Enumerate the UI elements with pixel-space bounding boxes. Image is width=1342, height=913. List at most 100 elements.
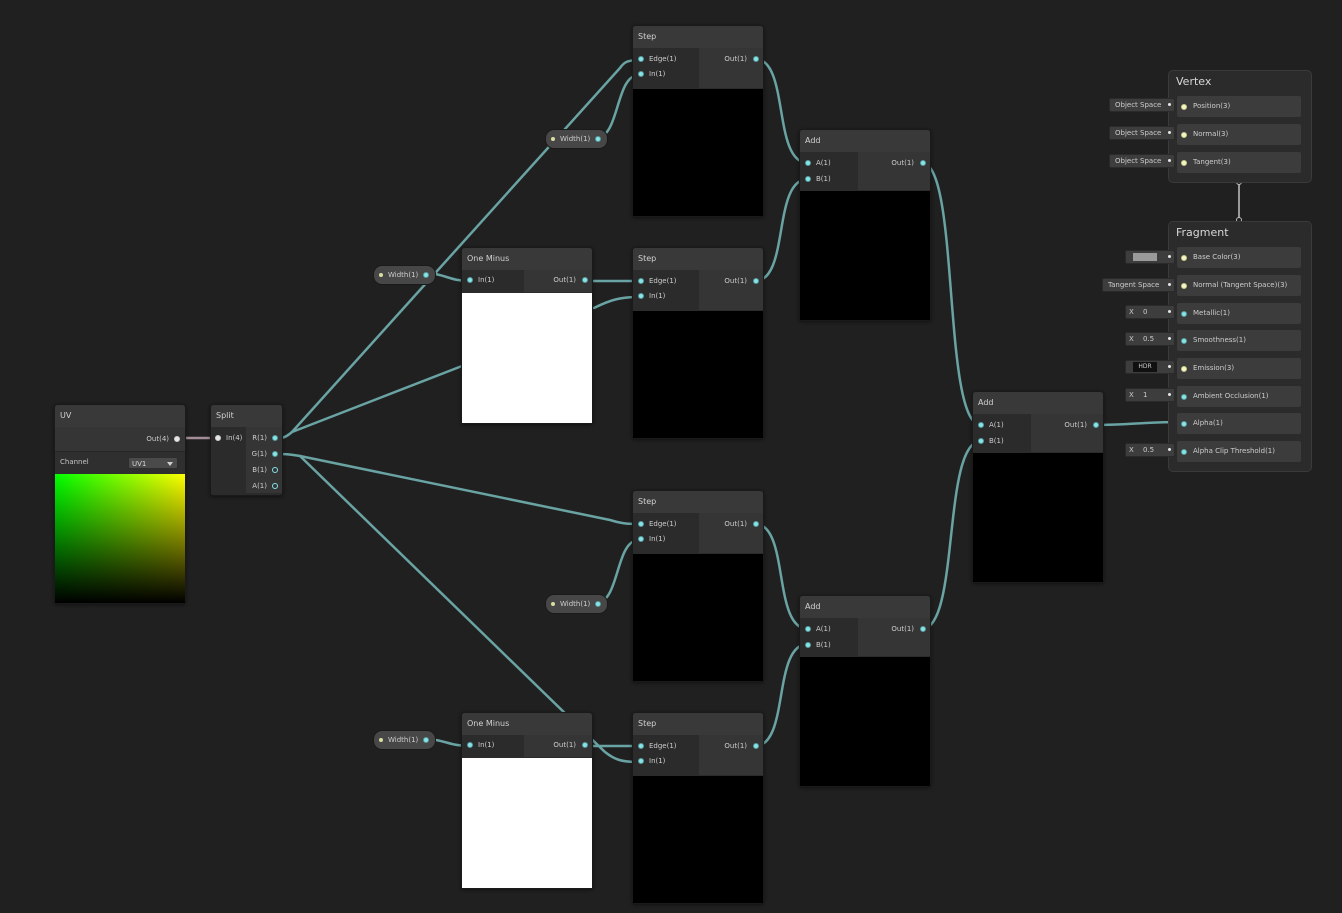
split-b-port[interactable]	[272, 467, 278, 473]
step-in-port[interactable]	[638, 758, 644, 764]
width-out-port[interactable]	[423, 737, 429, 743]
split-r-port[interactable]	[272, 435, 278, 441]
step-node[interactable]: Step Edge(1) In(1) Out(1)	[632, 712, 764, 904]
one-minus-in-label: In(1)	[478, 276, 495, 284]
one-minus-in-port[interactable]	[467, 742, 473, 748]
tangent-port[interactable]	[1181, 160, 1187, 166]
block-normal-tangent[interactable]: Normal (Tangent Space)(3)	[1177, 275, 1301, 296]
alpha-clip-value[interactable]: 0.5	[1143, 446, 1155, 454]
base-color-label: Base Color(3)	[1193, 253, 1241, 261]
block-tangent[interactable]: Tangent(3)	[1177, 152, 1301, 173]
width-property-node[interactable]: Width(1)	[373, 730, 436, 750]
add-node[interactable]: Add A(1) B(1) Out(1)	[799, 129, 931, 321]
ambient-occlusion-field[interactable]: X 1	[1125, 388, 1175, 402]
block-smoothness[interactable]: Smoothness(1)	[1177, 330, 1301, 351]
add-out-port[interactable]	[920, 160, 926, 166]
step-out-label: Out(1)	[724, 55, 747, 63]
one-minus-node[interactable]: One Minus In(1) Out(1)	[461, 247, 593, 424]
block-normal[interactable]: Normal(3)	[1177, 124, 1301, 145]
split-g-port[interactable]	[272, 451, 278, 457]
add-node[interactable]: Add A(1) B(1) Out(1)	[799, 595, 931, 787]
fragment-context[interactable]: Fragment Base Color(3) Normal (Tangent S…	[1168, 221, 1312, 472]
step-in-port[interactable]	[638, 536, 644, 542]
position-space-field[interactable]: Object Space	[1109, 98, 1175, 112]
normal-port[interactable]	[1181, 132, 1187, 138]
width-out-port[interactable]	[423, 272, 429, 278]
vertex-context[interactable]: Vertex Position(3) Normal(3) Tangent(3)	[1168, 70, 1312, 183]
block-base-color[interactable]: Base Color(3)	[1177, 247, 1301, 268]
ambient-occlusion-port[interactable]	[1181, 394, 1187, 400]
add-b-port[interactable]	[805, 642, 811, 648]
step-edge-port[interactable]	[638, 56, 644, 62]
uv-out-port[interactable]	[174, 436, 180, 442]
step-in-port[interactable]	[638, 71, 644, 77]
base-color-swatch[interactable]	[1133, 253, 1157, 261]
normal-space-field[interactable]: Tangent Space	[1102, 278, 1175, 292]
block-position[interactable]: Position(3)	[1177, 96, 1301, 117]
one-minus-out-port[interactable]	[582, 277, 588, 283]
step-out-port[interactable]	[753, 743, 759, 749]
one-minus-in-port[interactable]	[467, 277, 473, 283]
step-edge-port[interactable]	[638, 278, 644, 284]
width-property-node[interactable]: Width(1)	[545, 594, 608, 614]
step-node[interactable]: Step Edge(1) In(1) Out(1)	[632, 25, 764, 217]
normal-space-value: Object Space	[1115, 129, 1162, 137]
add-out-port[interactable]	[1093, 422, 1099, 428]
emission-port[interactable]	[1181, 366, 1187, 372]
block-alpha-clip[interactable]: Alpha Clip Threshold(1)	[1177, 441, 1301, 462]
add-b-port[interactable]	[805, 176, 811, 182]
uv-node[interactable]: UV Out(4) Channel UV1	[54, 404, 186, 604]
add-out-port[interactable]	[920, 626, 926, 632]
step-out-port[interactable]	[753, 521, 759, 527]
one-minus-out-port[interactable]	[582, 742, 588, 748]
add-a-port[interactable]	[805, 160, 811, 166]
metallic-field[interactable]: X 0	[1125, 305, 1175, 319]
alpha-clip-field[interactable]: X 0.5	[1125, 443, 1175, 457]
emission-hdr-swatch[interactable]: HDR	[1133, 362, 1157, 372]
width-property-label: Width(1)	[560, 600, 591, 608]
split-node[interactable]: Split In(4) R(1) G(1) B(1) A(1)	[210, 404, 283, 496]
smoothness-port[interactable]	[1181, 338, 1187, 344]
normal-space-field[interactable]: Object Space	[1109, 126, 1175, 140]
width-property-node[interactable]: Width(1)	[545, 129, 608, 149]
connector-dot-icon	[1168, 103, 1171, 106]
normal-tangent-port[interactable]	[1181, 283, 1187, 289]
tangent-space-field[interactable]: Object Space	[1109, 154, 1175, 168]
width-out-port[interactable]	[595, 601, 601, 607]
step-node[interactable]: Step Edge(1) In(1) Out(1)	[632, 490, 764, 682]
step-edge-port[interactable]	[638, 743, 644, 749]
step-node[interactable]: Step Edge(1) In(1) Out(1)	[632, 247, 764, 439]
split-in-port[interactable]	[215, 435, 221, 441]
add-node[interactable]: Add A(1) B(1) Out(1)	[972, 391, 1104, 583]
block-metallic[interactable]: Metallic(1)	[1177, 303, 1301, 324]
one-minus-out-label: Out(1)	[553, 741, 576, 749]
one-minus-node[interactable]: One Minus In(1) Out(1)	[461, 712, 593, 889]
alpha-port[interactable]	[1181, 421, 1187, 427]
one-minus-preview	[462, 758, 592, 888]
step-edge-port[interactable]	[638, 521, 644, 527]
metallic-port[interactable]	[1181, 311, 1187, 317]
add-a-port[interactable]	[978, 422, 984, 428]
add-b-port[interactable]	[978, 438, 984, 444]
emission-field[interactable]: HDR	[1125, 360, 1175, 374]
add-a-port[interactable]	[805, 626, 811, 632]
step-out-port[interactable]	[753, 278, 759, 284]
step-in-port[interactable]	[638, 293, 644, 299]
base-color-port[interactable]	[1181, 255, 1187, 261]
uv-channel-dropdown[interactable]: UV1	[128, 457, 178, 469]
metallic-value[interactable]: 0	[1143, 308, 1148, 316]
position-port[interactable]	[1181, 104, 1187, 110]
step-out-port[interactable]	[753, 56, 759, 62]
block-alpha[interactable]: Alpha(1)	[1177, 413, 1301, 434]
block-emission[interactable]: Emission(3)	[1177, 358, 1301, 379]
width-out-port[interactable]	[595, 136, 601, 142]
split-a-port[interactable]	[272, 483, 278, 489]
ambient-occlusion-value[interactable]: 1	[1143, 391, 1148, 399]
base-color-field[interactable]	[1125, 250, 1175, 264]
block-ambient-occlusion[interactable]: Ambient Occlusion(1)	[1177, 386, 1301, 407]
smoothness-field[interactable]: X 0.5	[1125, 332, 1175, 346]
smoothness-value[interactable]: 0.5	[1143, 335, 1155, 343]
alpha-clip-port[interactable]	[1181, 449, 1187, 455]
width-property-node[interactable]: Width(1)	[373, 265, 436, 285]
step-in-label: In(1)	[649, 535, 666, 543]
